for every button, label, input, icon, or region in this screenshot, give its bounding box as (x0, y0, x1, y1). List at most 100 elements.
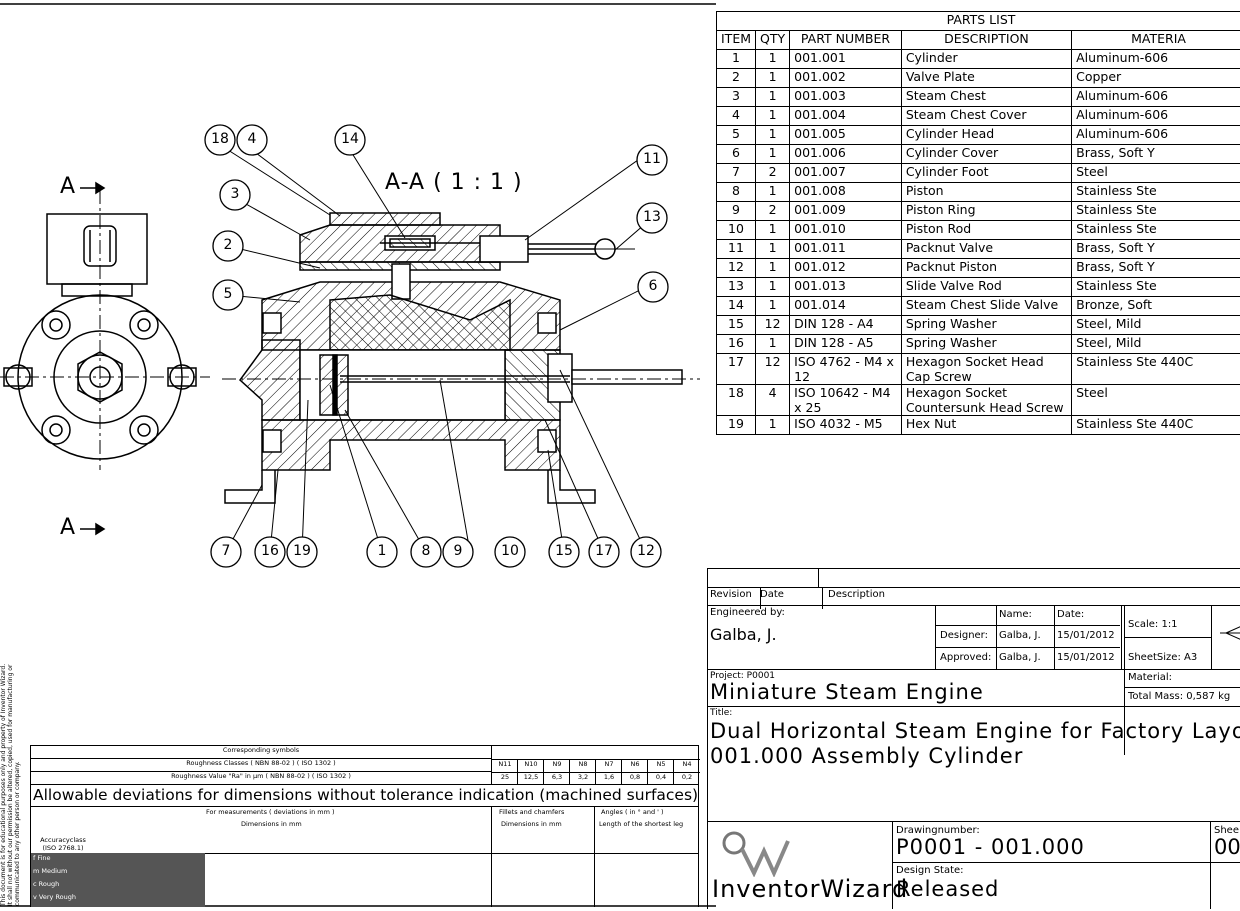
deviation-table: Corresponding symbols Roughness Classes … (30, 745, 700, 907)
item-cell: 8 (715, 182, 757, 202)
material-cell: Brass, Soft Y (1071, 239, 1240, 259)
grade-very-rough: v Very Rough (33, 893, 77, 901)
qty-cell: 1 (755, 144, 791, 164)
balloon-circles (204, 124, 669, 568)
material-cell: Stainless Ste 440C (1071, 415, 1240, 435)
scale: Scale: 1:1 (1128, 619, 1178, 630)
side-note: This document is for educational purpose… (0, 636, 21, 906)
part-number-cell: ISO 4032 - M5 (789, 415, 902, 435)
description-cell: Cylinder Head (900, 125, 1073, 145)
part-number-cell: DIN 128 - A5 (789, 334, 902, 354)
material-cell: Aluminum-606 (1071, 49, 1240, 69)
project-label: Project: P0001 (710, 671, 776, 681)
sub-angles: Angles ( in ° and ' ) (601, 808, 664, 816)
part-number-cell: 001.011 (789, 239, 902, 259)
material-cell: Aluminum-606 (1071, 87, 1240, 107)
roughness-class-cell: N5 (647, 759, 674, 772)
description-cell: Piston (900, 182, 1073, 202)
material-cell: Aluminum-606 (1071, 106, 1240, 126)
accuracy-label: Accuracyclass (ISO 2768.1) (40, 836, 86, 852)
inventor-wizard-logo-icon (722, 831, 790, 877)
title-line-2: 001.000 Assembly Cylinder (710, 744, 1024, 768)
part-number-cell: ISO 4762 - M4 x 12 (789, 353, 902, 385)
description-cell: Piston Rod (900, 220, 1073, 240)
qty-cell: 2 (755, 201, 791, 221)
qty-cell: 1 (755, 239, 791, 259)
roughness-class-cell: N9 (543, 759, 570, 772)
material-cell: Stainless Ste (1071, 182, 1240, 202)
item-cell: 6 (715, 144, 757, 164)
roughness-ra-cell: 25 (491, 772, 518, 785)
engineered-by-label: Engineered by: (710, 607, 785, 618)
description-cell: Hexagon Socket Head Cap Screw (900, 353, 1073, 385)
roughness-ra-cell: 12,5 (517, 772, 544, 785)
name-col-label: Name: (999, 609, 1032, 620)
material-cell: Aluminum-606 (1071, 125, 1240, 145)
sub-fillets: Fillets and chamfers (499, 808, 565, 816)
item-cell: 3 (715, 87, 757, 107)
material-cell: Steel, Mild (1071, 315, 1240, 335)
roughness-ra-cell: 6,3 (543, 772, 570, 785)
total-mass: Total Mass: 0,587 kg (1128, 691, 1231, 702)
item-cell: 13 (715, 277, 757, 297)
sub-dimensions-fillets: Dimensions in mm (501, 820, 562, 828)
projection-symbol-icon (1220, 626, 1240, 640)
engineer-name: Galba, J. (710, 625, 777, 644)
cut-mark-top: A (60, 174, 76, 199)
qty-cell: 1 (755, 106, 791, 126)
item-cell: 4 (715, 106, 757, 126)
approved-date: 15/01/2012 (1057, 652, 1115, 663)
approved-name: Galba, J. (999, 652, 1041, 663)
qty-cell: 1 (755, 220, 791, 240)
item-cell: 15 (715, 315, 757, 335)
grade-column (31, 853, 205, 907)
description-cell: Steam Chest (900, 87, 1073, 107)
item-cell: 19 (715, 415, 757, 435)
material-cell: Brass, Soft Y (1071, 258, 1240, 278)
header-item: ITEM (715, 30, 757, 50)
item-cell: 7 (715, 163, 757, 183)
title-line-1: Dual Horizontal Steam Engine for Factory… (710, 719, 1240, 743)
header-description: DESCRIPTION (900, 30, 1073, 50)
roughness-ra-row: Roughness Value "Ra" in µm ( NBN 88-02 )… (171, 772, 351, 780)
header-part-number: PART NUMBER (789, 30, 902, 50)
qty-cell: 1 (755, 182, 791, 202)
title-label: Title: (710, 708, 733, 718)
revision-label: Revision (708, 587, 761, 609)
project-name: Miniature Steam Engine (710, 680, 984, 704)
grade-rough: c Rough (33, 880, 60, 888)
material-cell: Steel (1071, 163, 1240, 183)
description-cell: Packnut Piston (900, 258, 1073, 278)
description-cell: Cylinder (900, 49, 1073, 69)
grade-fine: f Fine (33, 854, 51, 862)
item-cell: 12 (715, 258, 757, 278)
part-number-cell: 001.005 (789, 125, 902, 145)
side-note-line: It shall not without our permission be a… (7, 664, 14, 906)
title-block: Revision Date Description Engineered by:… (707, 568, 1240, 909)
sub-dimensions: Dimensions in mm (241, 820, 302, 828)
item-cell: 11 (715, 239, 757, 259)
section-label: A-A ( 1 : 1 ) (385, 170, 523, 195)
sheet-label: Shee (1214, 825, 1239, 836)
roughness-class-cell: N11 (491, 759, 518, 772)
description-cell: Spring Washer (900, 315, 1073, 335)
material-label: Material: (1128, 672, 1172, 683)
qty-cell: 1 (755, 87, 791, 107)
roughness-class-cell: N6 (621, 759, 648, 772)
side-note-line: This document is for educational purpose… (0, 663, 7, 906)
roughness-ra-cell: 1,6 (595, 772, 622, 785)
approved-label: Approved: (940, 652, 992, 663)
symbols-row: Corresponding symbols (31, 746, 491, 759)
qty-cell: 12 (755, 353, 791, 385)
design-state: Released (896, 877, 1000, 901)
